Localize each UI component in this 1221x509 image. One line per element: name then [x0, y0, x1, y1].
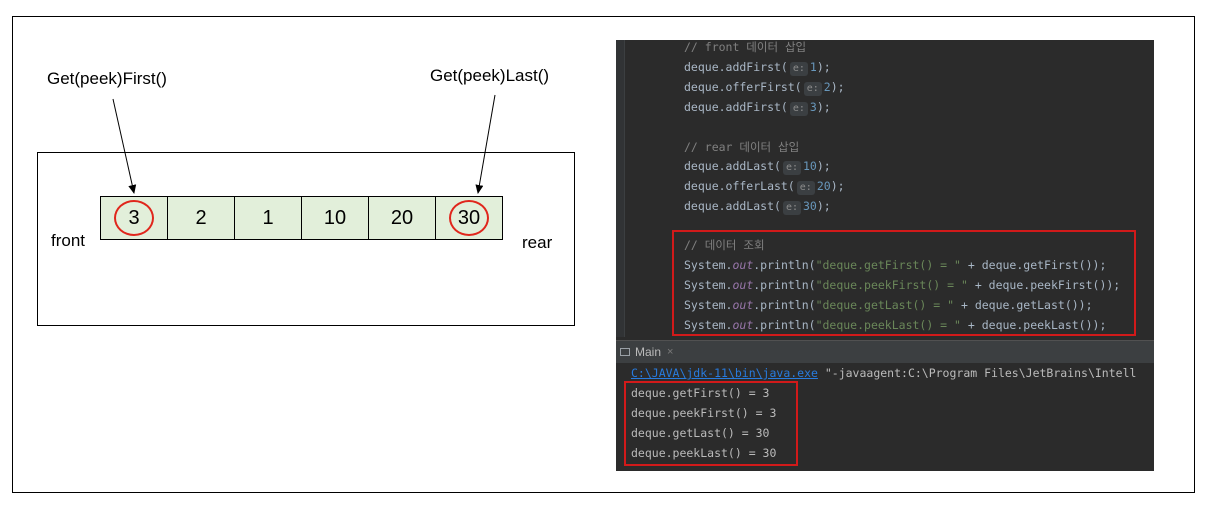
deque-cell-rear: 30 [435, 196, 503, 240]
code-line-print-2: System.out.println("deque.peekFirst() = … [684, 278, 1121, 292]
deque-cell: 2 [167, 196, 235, 240]
param-hint: e: [796, 181, 815, 195]
code-line-rear-2: deque.offerLast(e:20); [684, 179, 845, 195]
param-hint: e: [782, 161, 801, 175]
deque-cell: 20 [368, 196, 436, 240]
param-hint: e: [803, 82, 822, 96]
run-tab-label: Main [635, 345, 662, 359]
code-highlight-box [672, 230, 1136, 336]
deque-cell-value: 2 [195, 206, 207, 229]
run-tool-window-bar: Main × [616, 340, 1154, 363]
deque-cell-value: 3 [128, 206, 140, 229]
front-label: front [51, 231, 86, 250]
code-comment-front: // front 데이터 삽입 [684, 40, 807, 54]
code-line-print-3: System.out.println("deque.getLast() = " … [684, 298, 1093, 312]
deque-cell-value: 30 [457, 206, 481, 229]
code-line-print-1: System.out.println("deque.getFirst() = "… [684, 258, 1107, 272]
param-hint: e: [782, 201, 801, 215]
rear-highlight-circle: 30 [449, 200, 489, 236]
editor-gutter [616, 40, 625, 337]
code-line-print-4: System.out.println("deque.peekLast() = "… [684, 318, 1107, 332]
code-comment-read: // 데이터 조회 [684, 238, 765, 252]
code-line-rear-3: deque.addLast(e:30); [684, 199, 831, 215]
deque-cell-front: 3 [100, 196, 168, 240]
console-output-line: deque.getLast() = 30 [631, 426, 770, 440]
console-output-line: deque.peekLast() = 30 [631, 446, 777, 460]
deque-cell-value: 10 [323, 206, 347, 229]
code-line-front-3: deque.addFirst(e:3); [684, 100, 831, 116]
deque-cell-value: 1 [262, 206, 274, 229]
front-highlight-circle: 3 [114, 200, 154, 236]
figure-frame [12, 16, 1195, 493]
code-comment-rear: // rear 데이터 삽입 [684, 140, 800, 154]
deque-cell: 10 [301, 196, 369, 240]
peek-first-arrow [112, 98, 137, 194]
run-tab-main[interactable]: Main × [616, 341, 679, 363]
peek-last-arrow [475, 94, 496, 194]
deque-cell: 1 [234, 196, 302, 240]
console-output-line: deque.peekFirst() = 3 [631, 406, 777, 420]
output-highlight-box [624, 381, 798, 466]
param-hint: e: [789, 102, 808, 116]
peek-last-annotation: Get(peek)Last() [430, 66, 550, 85]
console-output: C:\JAVA\jdk-11\bin\java.exe "-javaagent:… [616, 363, 1154, 471]
code-line-front-2: deque.offerFirst(e:2); [684, 80, 845, 96]
peek-first-annotation: Get(peek)First() [47, 69, 167, 88]
java-exe-link[interactable]: C:\JAVA\jdk-11\bin\java.exe [631, 366, 818, 380]
console-command-line: C:\JAVA\jdk-11\bin\java.exe "-javaagent:… [631, 363, 1136, 383]
deque-cell-value: 20 [390, 206, 414, 229]
java-args: "-javaagent:C:\Program Files\JetBrains\I… [817, 366, 1137, 380]
run-window-icon [620, 348, 630, 356]
code-line-rear-1: deque.addLast(e:10); [684, 159, 831, 175]
ide-panel: // front 데이터 삽입 deque.addFirst(e:1); deq… [616, 40, 1154, 471]
rear-label: rear [522, 233, 553, 252]
deque-cells: 3 2 1 10 20 30 [100, 196, 503, 240]
param-hint: e: [789, 62, 808, 76]
console-output-line: deque.getFirst() = 3 [631, 386, 770, 400]
close-icon[interactable]: × [667, 346, 674, 358]
deque-diagram-box [37, 152, 575, 326]
code-line-front-1: deque.addFirst(e:1); [684, 60, 831, 76]
